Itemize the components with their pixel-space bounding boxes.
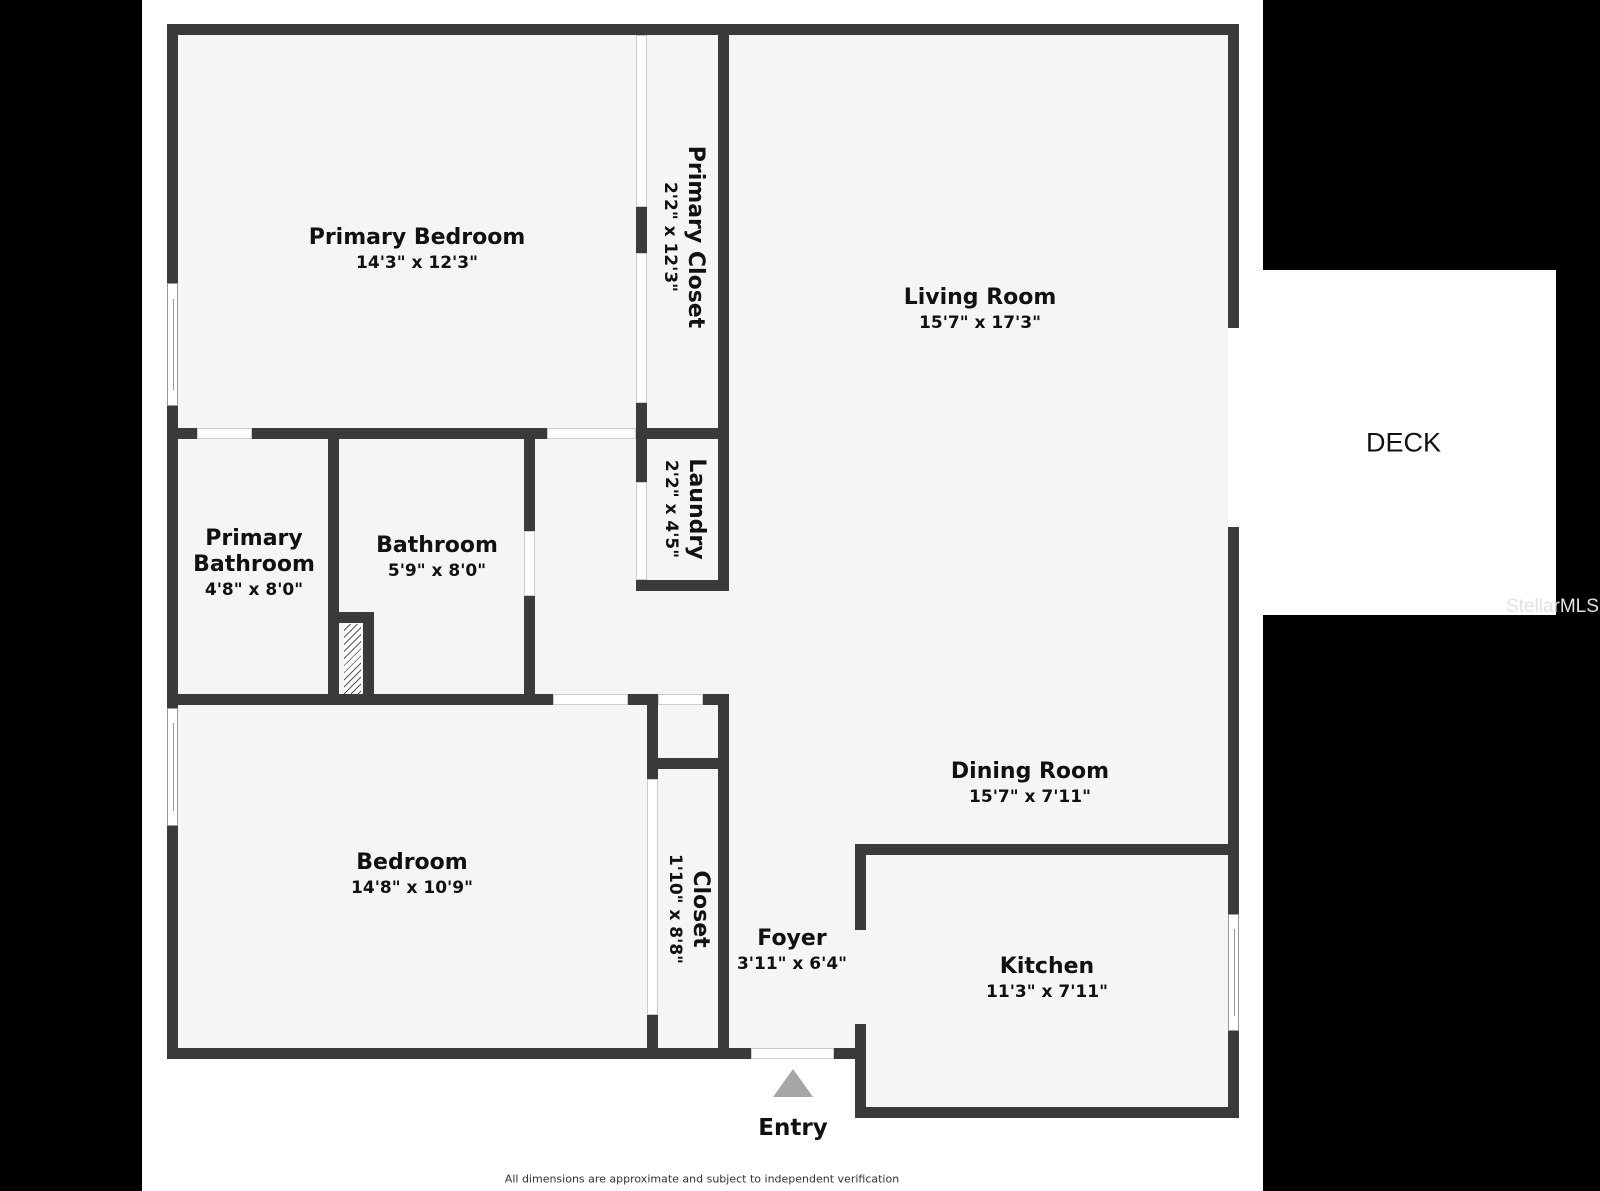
wall-top [167, 24, 1238, 35]
disclaimer-text: All dimensions are approximate and subje… [504, 1172, 900, 1186]
room-label-primary-closet: Primary Closet 2'2" x 12'3" [660, 145, 708, 329]
wall-closet2-left-low [647, 1015, 658, 1059]
wall-kitchen-top [855, 844, 1238, 855]
wall-divider-1 [167, 428, 197, 439]
closet-door[interactable] [647, 779, 658, 1015]
wall-mid-1 [167, 694, 553, 705]
wall-laundry-left [636, 428, 647, 482]
bathroom-door[interactable] [524, 531, 535, 596]
window-kitchen [1228, 914, 1239, 1031]
room-label-kitchen: Kitchen 11'3" x 7'11" [986, 954, 1108, 1002]
primary-bedroom-door[interactable] [547, 428, 636, 439]
wall-kitchen-left-upper [855, 844, 866, 930]
wall-kitchen-left-lower [855, 1024, 866, 1118]
plumbing-chase-hatch [344, 624, 361, 694]
wall-right-lower [1228, 527, 1239, 1118]
wall-bottom-left [167, 1048, 751, 1059]
wall-closet-right [718, 24, 729, 590]
entry-door[interactable] [751, 1048, 834, 1059]
wall-closet-left-mid [636, 207, 647, 253]
wall-storage-left [647, 694, 658, 779]
storage-door[interactable] [658, 694, 703, 705]
deck-label: DECK [1365, 427, 1442, 457]
entry-label: Entry [758, 1115, 828, 1141]
wall-bath-divider [328, 428, 339, 705]
room-label-dining-room: Dining Room 15'7" x 7'11" [950, 759, 1110, 807]
primary-closet-door-upper[interactable] [636, 35, 647, 207]
room-label-primary-bathroom: Primary Bathroom 4'8" x 8'0" [193, 526, 315, 600]
window-bedroom [167, 708, 178, 826]
wall-bath-right-upper [524, 428, 535, 531]
floor-kitchen [866, 855, 1228, 1107]
watermark-logo: StellarMLS [1506, 596, 1599, 617]
wall-bottom-foyer [834, 1048, 866, 1059]
wall-divider-3 [636, 428, 729, 439]
wall-mid-3 [703, 694, 729, 705]
wall-left [167, 24, 178, 1059]
entry-arrow-icon [773, 1069, 813, 1097]
room-label-bathroom: Bathroom 5'9" x 8'0" [376, 533, 498, 581]
wall-storage-right [718, 694, 729, 1059]
primary-bathroom-door[interactable] [197, 428, 252, 439]
bedroom-door[interactable] [553, 694, 628, 705]
room-label-closet: Closet 1'10" x 8'8" [665, 853, 713, 965]
wall-kitchen-bottom [855, 1107, 1238, 1118]
wall-right-upper [1228, 24, 1239, 328]
primary-closet-door-lower[interactable] [636, 253, 647, 403]
wall-chase-right [363, 612, 374, 705]
room-label-primary-bedroom: Primary Bedroom 14'3" x 12'3" [308, 225, 526, 273]
room-label-bedroom: Bedroom 14'8" x 10'9" [351, 850, 473, 898]
wall-storage-bottom [647, 758, 729, 769]
laundry-door[interactable] [636, 482, 647, 580]
wall-closet-left-low [636, 403, 647, 438]
wall-divider-2 [252, 428, 547, 439]
room-label-living-room: Living Room 15'7" x 17'3" [903, 285, 1057, 333]
wall-laundry-bottom [636, 580, 729, 591]
window-primary-bedroom [167, 283, 178, 406]
wall-mid-2 [628, 694, 658, 705]
deck-area: DECK [1251, 270, 1556, 615]
room-label-foyer: Foyer 3'11" x 6'4" [736, 926, 848, 974]
wall-chase-top [328, 612, 374, 623]
wall-bath-right-lower [524, 596, 535, 705]
room-label-laundry: Laundry 2'2" x 4'5" [661, 458, 709, 560]
